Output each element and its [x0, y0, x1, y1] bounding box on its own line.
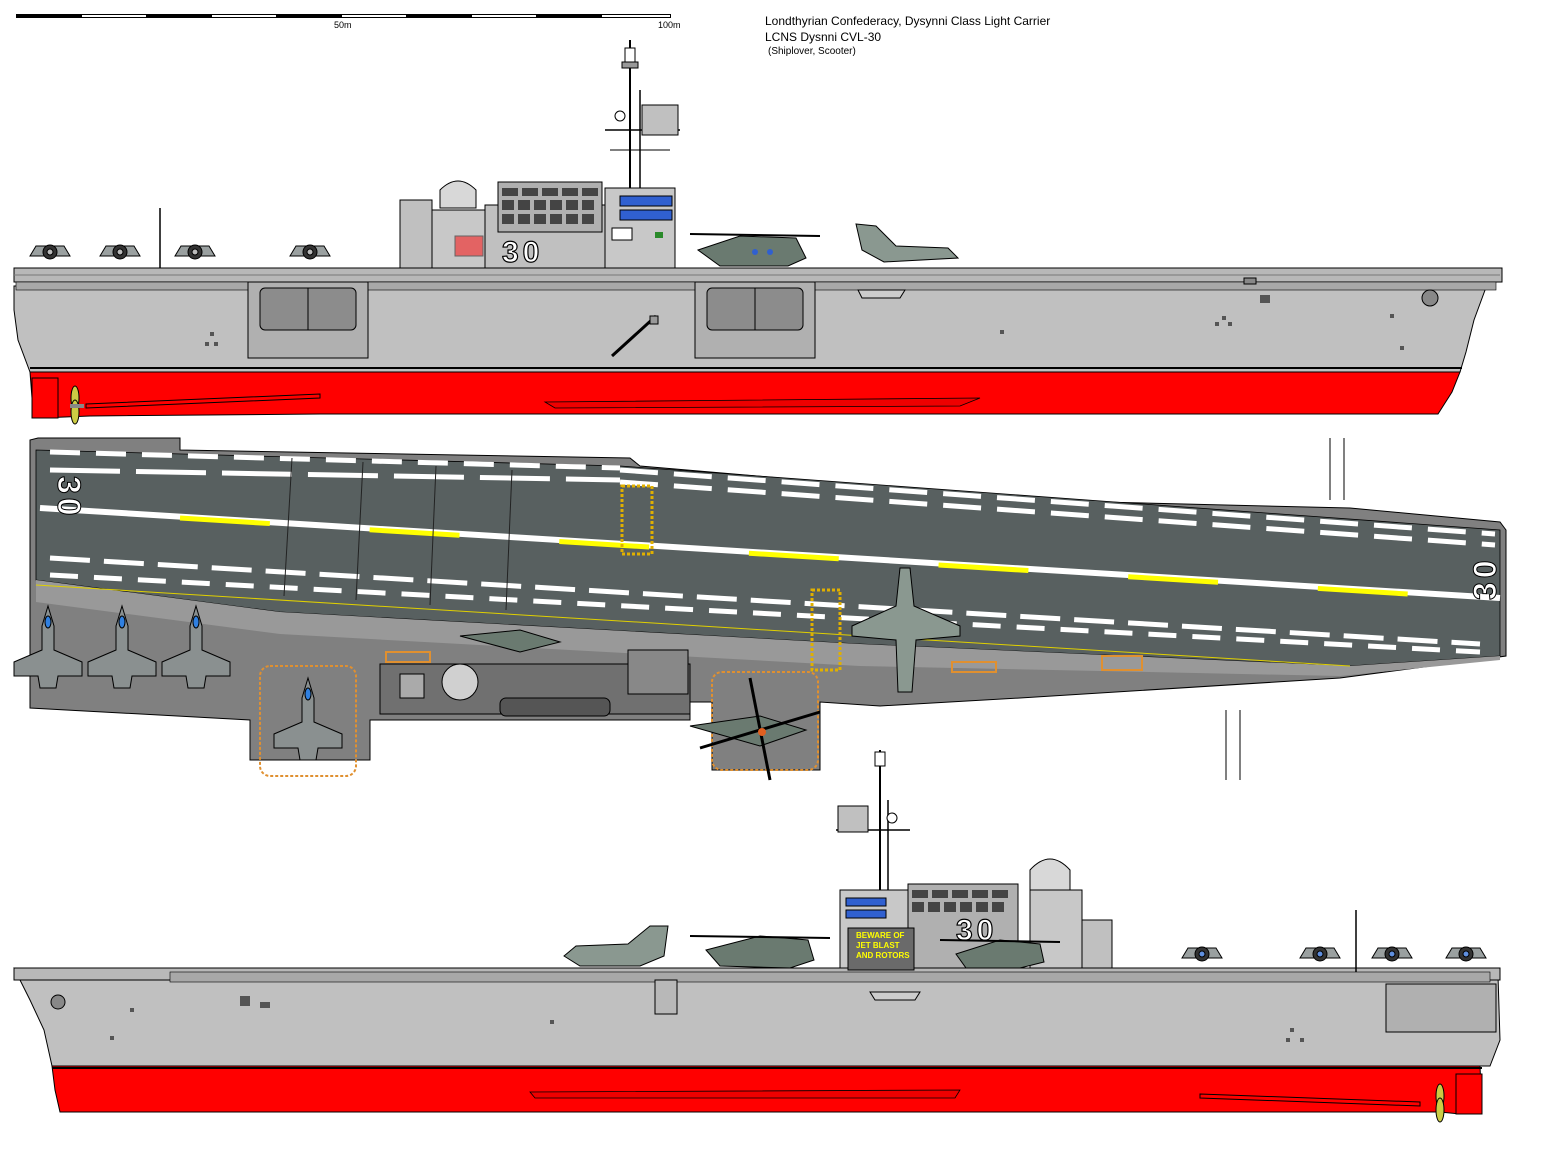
- fighter-aircraft: [1445, 946, 1487, 962]
- aircraft-row: [1181, 946, 1487, 962]
- fighter-aircraft: [1371, 946, 1413, 962]
- scale-segment: [601, 14, 671, 18]
- ship-name: LCNS Dysnni CVL-30: [765, 30, 882, 44]
- island-plan: [379, 649, 691, 717]
- fighter-aircraft: [1299, 946, 1341, 962]
- helicopter: [939, 939, 1061, 969]
- fighter-aircraft: [1181, 946, 1223, 962]
- island-superstructure: BEWARE OF JET BLAST AND ROTORS 30: [836, 750, 1113, 971]
- patrol-jet-plan: [851, 567, 961, 693]
- propeller-icon: [70, 385, 84, 425]
- scale-label-50m: 50m: [334, 20, 352, 30]
- patrol-jet: [855, 223, 960, 263]
- ship-profile-port: BEWARE OF JET BLAST AND ROTORS 30: [13, 750, 1501, 1123]
- elevator-hazard: [620, 484, 654, 556]
- warning-sign-line3: AND ROTORS: [856, 951, 910, 960]
- helicopter: [689, 233, 821, 267]
- fighter-aircraft: [174, 244, 216, 260]
- fighter-aircraft: [273, 676, 343, 761]
- fighter-aircraft: [29, 244, 71, 260]
- anchor-icon: [1421, 289, 1439, 307]
- patrol-jet: [563, 925, 669, 967]
- fighter-aircraft: [87, 604, 157, 689]
- hull-side: [13, 967, 1501, 1067]
- elevator-hazard: [810, 588, 842, 672]
- ship-profile-starboard: 30: [13, 40, 1503, 425]
- helicopter-plan: [689, 677, 821, 781]
- parked-fighters: [13, 604, 343, 761]
- deck-hull-number-aft: 30: [51, 476, 87, 520]
- ship-class-title: Londthyrian Confederacy, Dysynni Class L…: [765, 14, 1051, 28]
- island-superstructure: 30: [399, 40, 680, 270]
- fighter-aircraft: [289, 244, 331, 260]
- fighter-aircraft: [99, 244, 141, 260]
- fighter-aircraft: [161, 604, 231, 689]
- warning-sign-line2: JET BLAST: [856, 941, 900, 950]
- scale-bar: [16, 14, 671, 20]
- mast: [836, 750, 910, 890]
- scale-label-100m: 100m: [658, 20, 681, 30]
- title-block: Londthyrian Confederacy, Dysynni Class L…: [765, 14, 1050, 59]
- island-hull-number: 30: [502, 236, 543, 269]
- flight-deck-plan-view: 30 30: [13, 437, 1507, 781]
- centerline: [179, 515, 1441, 599]
- boot-topping: [29, 371, 1461, 419]
- fighter-aircraft: [13, 604, 83, 689]
- boot-topping: [51, 1065, 1483, 1115]
- aircraft-row: [29, 244, 331, 260]
- deck-hull-number-bow: 30: [1467, 556, 1503, 600]
- island-hull-number: 30: [956, 914, 997, 947]
- propeller-icon: [1435, 1083, 1445, 1123]
- anchor-icon: [50, 994, 66, 1010]
- mast: [605, 40, 680, 188]
- warning-sign-line1: BEWARE OF: [856, 931, 905, 940]
- helicopter: [689, 935, 831, 969]
- credits: (Shiplover, Scooter): [768, 46, 856, 57]
